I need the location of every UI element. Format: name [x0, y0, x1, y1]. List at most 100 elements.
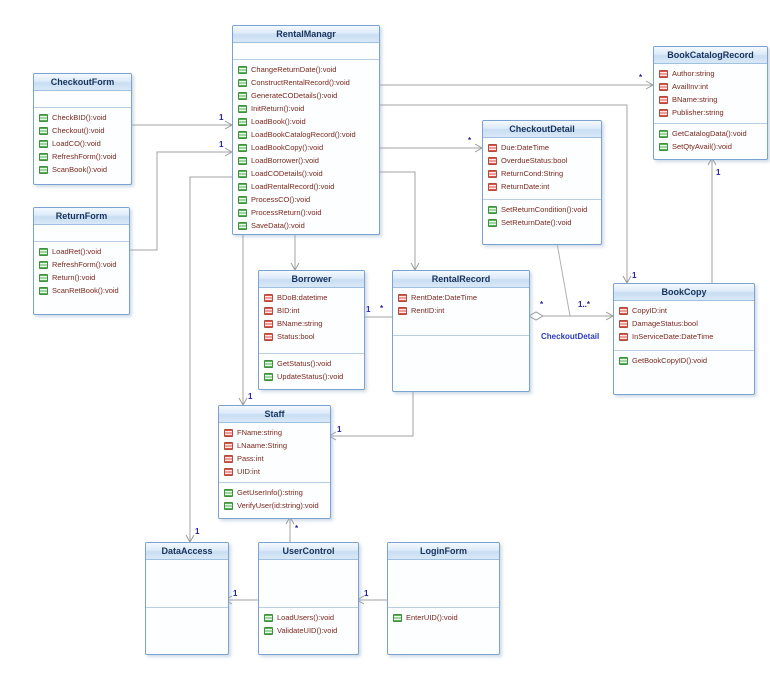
method-row[interactable]: LoadCO():void [37, 137, 131, 150]
class-title[interactable]: ReturnForm [34, 208, 129, 225]
attribute-row[interactable]: ReturnDate:int [486, 180, 601, 193]
class-title[interactable]: Staff [219, 406, 330, 423]
method-row[interactable]: GenerateCODetails():void [236, 89, 379, 102]
method-row[interactable]: LoadBookCatalogRecord():void [236, 128, 379, 141]
method-row[interactable]: SetReturnCondition():void [486, 203, 601, 216]
method-row[interactable]: SetQtyAvail():void [657, 140, 767, 153]
attribute-row[interactable]: DamageStatus:bool [617, 317, 754, 330]
class-title[interactable]: BookCopy [614, 284, 754, 301]
method-row[interactable]: LoadBookCopy():void [236, 141, 379, 154]
method-row[interactable]: Return():void [37, 271, 129, 284]
method-row[interactable]: CheckBID():void [37, 111, 131, 124]
method-row[interactable]: ProcessReturn():void [236, 206, 379, 219]
class-title[interactable]: Borrower [259, 271, 364, 288]
method-row[interactable]: GetCatalogData():void [657, 127, 767, 140]
method-row[interactable]: ChangeReturnDate():void [236, 63, 379, 76]
method-row[interactable]: EnterUID():void [391, 611, 499, 624]
method-row[interactable]: GetBookCopyID():void [617, 354, 754, 367]
attribute-row[interactable]: InServiceDate:DateTime [617, 330, 754, 343]
member-label: GetStatus():void [277, 359, 332, 368]
connector-rentalrecord-staff[interactable]: 1 [327, 390, 414, 441]
connector-rentalmanagr-staff[interactable]: 1 [238, 233, 253, 407]
connector-usercontrol-staff[interactable]: * [285, 515, 299, 542]
method-row[interactable]: LoadBorrower():void [236, 154, 379, 167]
field-icon [488, 143, 497, 152]
class-title[interactable]: CheckoutForm [34, 74, 131, 91]
class-title[interactable]: UserControl [259, 543, 358, 560]
class-title[interactable]: RentalRecord [393, 271, 529, 288]
method-row[interactable]: LoadCODetails():void [236, 167, 379, 180]
attribute-row[interactable]: ReturnCond:String [486, 167, 601, 180]
method-row[interactable]: SetReturnDate():void [486, 216, 601, 229]
connector-bookcopy-bookcatalogrecord[interactable]: 1 [707, 156, 721, 283]
member-label: LoadBorrower():void [251, 156, 319, 165]
connector-returnform-rentalmanagr[interactable]: 1 [128, 140, 234, 251]
attribute-row[interactable]: Author:string [657, 67, 767, 80]
class-title[interactable]: BookCatalogRecord [654, 47, 767, 64]
attribute-row[interactable]: BID:int [262, 304, 364, 317]
attribute-row[interactable]: Status:bool [262, 330, 364, 343]
connector-rentalmanagr-bookcatalogrecord[interactable]: * [378, 73, 655, 90]
class-dataaccess[interactable]: DataAccess [145, 542, 229, 655]
connector-rentalrecord-bookcopy[interactable]: * 1..* CheckoutDetail [527, 242, 615, 341]
attribute-row[interactable]: UID:int [222, 465, 330, 478]
class-title[interactable]: RentalManagr [233, 26, 379, 43]
attribute-row[interactable]: Due:DateTime [486, 141, 601, 154]
method-row[interactable]: ScanBook():void [37, 163, 131, 176]
class-title[interactable]: DataAccess [146, 543, 228, 560]
method-row[interactable]: VerifyUser(id:string):void [222, 499, 330, 512]
method-row[interactable]: LoadBook():void [236, 115, 379, 128]
class-loginform[interactable]: LoginForm EnterUID():void [387, 542, 500, 655]
method-row[interactable]: GetStatus():void [262, 357, 364, 370]
attribute-row[interactable]: Publisher:string [657, 106, 767, 119]
method-row[interactable]: InitReturn():void [236, 102, 379, 115]
method-icon [619, 356, 628, 365]
connector-usercontrol-dataaccess[interactable]: 1 [223, 589, 258, 605]
attribute-row[interactable]: RentID:int [396, 304, 529, 317]
attribute-row[interactable]: FName:string [222, 426, 330, 439]
method-row[interactable]: SaveData():void [236, 219, 379, 232]
connector-rentalmanagr-rentalrecord[interactable] [378, 171, 420, 272]
connector-loginform-usercontrol[interactable]: 1 [355, 589, 387, 605]
method-icon [488, 205, 497, 214]
method-row[interactable]: GetUserInfo():string [222, 486, 330, 499]
class-title[interactable]: LoginForm [388, 543, 499, 560]
attribute-row[interactable]: OverdueStatus:bool [486, 154, 601, 167]
attribute-row[interactable]: LNaame:String [222, 439, 330, 452]
method-row[interactable]: ScanRetBook():void [37, 284, 129, 297]
attribute-row[interactable]: Pass:int [222, 452, 330, 465]
attribute-row[interactable]: BDoB:datetime [262, 291, 364, 304]
method-row[interactable]: ValidateUID():void [262, 624, 358, 637]
method-row[interactable]: LoadRet():void [37, 245, 129, 258]
method-row[interactable]: Checkout():void [37, 124, 131, 137]
connector-checkoutform-rentalmanagr[interactable]: 1 [130, 113, 234, 130]
attribute-row[interactable]: CopyID:int [617, 304, 754, 317]
method-row[interactable]: RefreshForm():void [37, 258, 129, 271]
connector-rentalmanagr-borrower[interactable] [290, 233, 300, 272]
attribute-row[interactable]: RentDate:DateTime [396, 291, 529, 304]
method-icon [224, 501, 233, 510]
methods-section [146, 608, 228, 654]
method-row[interactable]: LoadUsers():void [262, 611, 358, 624]
attribute-row[interactable]: BName:string [262, 317, 364, 330]
method-row[interactable]: UpdateStatus():void [262, 370, 364, 383]
attribute-row[interactable]: AvailInv:int [657, 80, 767, 93]
method-row[interactable]: ConstructRentalRecord():void [236, 76, 379, 89]
method-row[interactable]: RefreshForm():void [37, 150, 131, 163]
class-title[interactable]: CheckoutDetail [483, 121, 601, 138]
attribute-row[interactable]: BName:string [657, 93, 767, 106]
connector-rentalmanagr-checkoutdetail[interactable]: * [378, 136, 484, 153]
method-row[interactable]: ProcessCO():void [236, 193, 379, 206]
connector-borrower-rentalrecord[interactable]: 1 * [363, 304, 392, 318]
method-row[interactable]: LoadRentalRecord():void [236, 180, 379, 193]
